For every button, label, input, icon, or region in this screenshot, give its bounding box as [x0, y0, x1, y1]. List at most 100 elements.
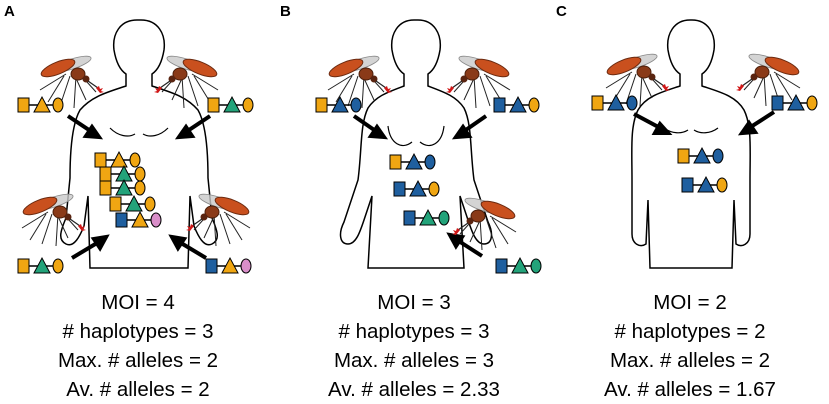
mosquito-icon: [446, 55, 511, 109]
haplotype: [393, 179, 440, 197]
haplotype: [677, 146, 724, 164]
allele-square: [99, 166, 112, 182]
av-alleles-text: Av. # alleles = 2.33: [328, 378, 500, 401]
mosquito-icon: [605, 53, 670, 107]
allele-triangle: [509, 95, 527, 113]
allele-square: [591, 95, 604, 111]
panel-label: B: [280, 3, 291, 20]
allele-square: [99, 180, 112, 196]
haplotype: [389, 152, 436, 170]
allele-square: [393, 181, 406, 197]
mosquito-icon: [452, 197, 517, 251]
allele-ellipse: [242, 97, 254, 113]
allele-triangle: [33, 256, 51, 274]
allele-square: [677, 148, 690, 164]
haplotype: [17, 256, 64, 274]
allele-square: [495, 258, 508, 274]
allele-ellipse: [150, 212, 162, 228]
allele-square: [207, 97, 220, 113]
allele-square: [681, 177, 694, 193]
haplotypes-text: # haplotypes = 2: [614, 320, 766, 343]
allele-triangle: [409, 179, 427, 197]
haplotype: [591, 93, 638, 111]
allele-square: [205, 258, 218, 274]
allele-triangle: [125, 194, 143, 212]
allele-ellipse: [129, 152, 141, 168]
panel-stats: MOI = 2 # haplotypes = 2 Max. # alleles …: [552, 288, 828, 404]
allele-ellipse: [134, 166, 146, 182]
allele-square: [493, 97, 506, 113]
max-alleles-text: Max. # alleles = 2: [57, 349, 219, 372]
mosquito-icon: [736, 53, 801, 107]
allele-ellipse: [350, 97, 362, 113]
allele-ellipse: [528, 97, 540, 113]
haplotypes: [315, 95, 542, 274]
allele-ellipse: [52, 258, 64, 274]
allele-triangle: [115, 178, 133, 196]
allele-triangle: [511, 256, 529, 274]
haplotype: [94, 150, 141, 168]
panel-stats: MOI = 3 # haplotypes = 3 Max. # alleles …: [276, 288, 552, 404]
allele-ellipse: [428, 181, 440, 197]
allele-ellipse: [144, 196, 156, 212]
haplotypes: [591, 93, 818, 193]
haplotype: [207, 95, 254, 113]
haplotype: [17, 95, 64, 113]
allele-triangle: [405, 152, 423, 170]
allele-triangle: [697, 175, 715, 193]
haplotypes: [17, 95, 254, 274]
allele-ellipse: [806, 95, 818, 111]
mosquitoes: [327, 55, 517, 251]
haplotypes-text: # haplotypes = 3: [62, 320, 214, 343]
allele-ellipse: [626, 95, 638, 111]
panel-label: A: [4, 3, 15, 20]
moi-text: MOI = 3: [377, 291, 451, 314]
allele-square: [403, 210, 416, 226]
mosquito-icon: [21, 193, 86, 247]
max-alleles-text: Max. # alleles = 2: [609, 349, 771, 372]
allele-triangle: [607, 93, 625, 111]
moi-text: MOI = 4: [101, 291, 175, 314]
haplotype: [495, 256, 542, 274]
allele-square: [389, 154, 402, 170]
allele-triangle: [33, 95, 51, 113]
panel-b: B MOI = 3 # haplotypes = 3 Max. # allele…: [276, 0, 552, 404]
haplotypes-text: # haplotypes = 3: [338, 320, 490, 343]
haplotype: [99, 178, 146, 196]
allele-triangle: [419, 208, 437, 226]
moi-text: MOI = 2: [653, 291, 727, 314]
allele-ellipse: [716, 177, 728, 193]
allele-square: [94, 152, 107, 168]
allele-square: [771, 95, 784, 111]
haplotype: [403, 208, 450, 226]
haplotype: [493, 95, 540, 113]
allele-square: [17, 258, 30, 274]
allele-triangle: [693, 146, 711, 164]
arrows: [66, 114, 212, 260]
mosquito-icon: [327, 55, 392, 109]
allele-ellipse: [240, 258, 252, 274]
haplotype: [109, 194, 156, 212]
mosquito-icon: [186, 193, 251, 247]
mosquito-icon: [154, 55, 219, 109]
haplotype: [681, 175, 728, 193]
human-body-outline: [60, 19, 218, 269]
allele-triangle: [787, 93, 805, 111]
allele-triangle: [131, 210, 149, 228]
mosquitoes: [21, 55, 251, 247]
av-alleles-text: Av. # alleles = 2: [66, 378, 210, 401]
allele-square: [115, 212, 128, 228]
av-alleles-text: Av. # alleles = 1.67: [604, 378, 776, 401]
panel-c-illustration: [591, 19, 818, 269]
allele-ellipse: [134, 180, 146, 196]
panel-a-illustration: [17, 19, 254, 274]
haplotype: [205, 256, 252, 274]
allele-ellipse: [424, 154, 436, 170]
human-body-outline: [339, 19, 493, 269]
panel-a: A MOI = 4 # haplotypes = 3 Max. # allele…: [0, 0, 276, 404]
allele-triangle: [223, 95, 241, 113]
allele-triangle: [110, 150, 128, 168]
allele-square: [109, 196, 122, 212]
arrows: [633, 110, 776, 136]
allele-square: [17, 97, 30, 113]
